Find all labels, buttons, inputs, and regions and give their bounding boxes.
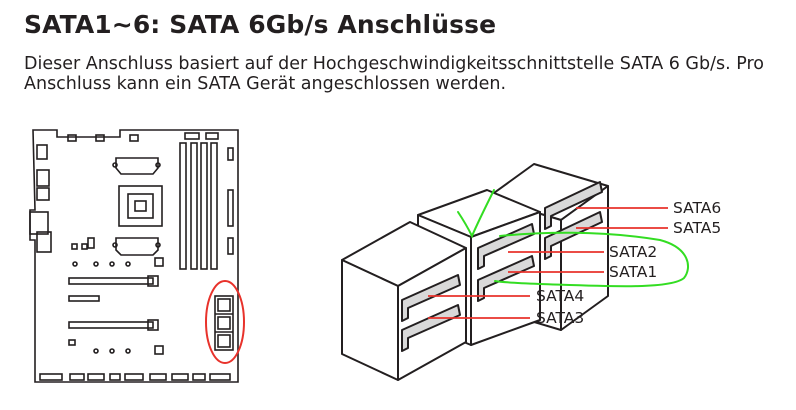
label-sata3: SATA3 [536, 309, 584, 327]
label-sata4: SATA4 [536, 287, 584, 305]
checkmark-annotation [457, 189, 495, 239]
label-sata5: SATA5 [673, 219, 721, 237]
sata-port-highlight-circle [205, 280, 245, 364]
label-sata1: SATA1 [609, 263, 657, 281]
sata-connector-stack [341, 163, 609, 381]
label-sata6: SATA6 [673, 199, 721, 217]
motherboard-diagram [29, 129, 239, 383]
page-title: SATA1~6: SATA 6Gb/s Anschlüsse [24, 10, 497, 39]
freehand-loop-annotation [494, 231, 689, 288]
page-description: Dieser Anschluss basiert auf der Hochges… [24, 54, 764, 94]
callout-lines [428, 207, 668, 319]
label-sata2: SATA2 [609, 243, 657, 261]
